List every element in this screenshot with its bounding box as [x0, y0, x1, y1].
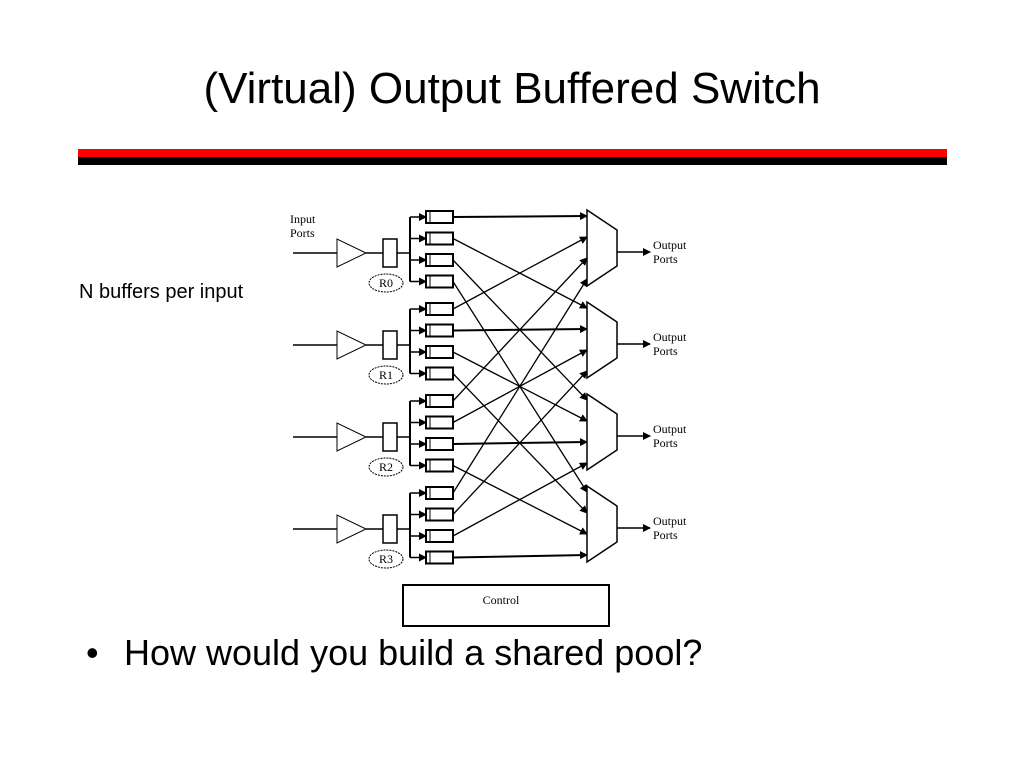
output-ports-label-line2: Ports [653, 436, 678, 450]
output-mux-shape [586, 484, 618, 564]
title-divider-black [78, 157, 947, 165]
output-ports-label-line1: Output [653, 330, 687, 344]
crossbar-link [452, 257, 588, 402]
output-mux-shape [586, 392, 618, 472]
router-label-oval [368, 549, 404, 569]
router-label: R3 [379, 552, 393, 566]
input-buffer-triangle [336, 330, 368, 360]
output-ports-label-line1: Output [653, 514, 687, 528]
router-label: R1 [379, 368, 393, 382]
input-port-row: R3 [293, 486, 454, 569]
output-ports-label-line2: Ports [653, 252, 678, 266]
crossbar-link [452, 551, 588, 560]
input-port-row: R1 [293, 302, 454, 385]
side-note: N buffers per input [79, 281, 244, 303]
crossbar-link [452, 370, 588, 515]
crossbar-link [452, 278, 588, 494]
input-ports-label-line1: Input [290, 212, 316, 226]
router-register [382, 330, 398, 360]
crossbar-link [452, 236, 588, 310]
router-label-oval [368, 365, 404, 385]
router-register [382, 514, 398, 544]
input-buffer-triangle [336, 514, 368, 544]
slide-title: (Virtual) Output Buffered Switch [203, 64, 821, 113]
router-label: R0 [379, 276, 393, 290]
input-port-row: R2 [293, 394, 454, 477]
router-register [382, 238, 398, 268]
bullet-icon: • [86, 632, 99, 673]
output-ports-label-line1: Output [653, 422, 687, 436]
bullet-text: How would you build a shared pool? [124, 632, 703, 673]
input-buffer-triangle [336, 422, 368, 452]
router-label-oval [368, 273, 404, 293]
crossbar-link [452, 212, 588, 221]
output-mux-shape [586, 208, 618, 288]
control-label: Control [483, 593, 520, 607]
output-ports-label-line2: Ports [653, 528, 678, 542]
input-port-row: R0 [293, 210, 454, 293]
router-label: R2 [379, 460, 393, 474]
control-box [402, 584, 610, 627]
input-ports-label-line2: Ports [290, 226, 315, 240]
crossbar-link [452, 462, 588, 537]
output-mux-shape [586, 300, 618, 380]
router-register [382, 422, 398, 452]
title-divider-red [78, 149, 947, 157]
output-ports-label-line2: Ports [653, 344, 678, 358]
bullet-item: • How would you build a shared pool? [86, 632, 702, 674]
output-ports-label-line1: Output [653, 238, 687, 252]
router-label-oval [368, 457, 404, 477]
input-buffer-triangle [336, 238, 368, 268]
